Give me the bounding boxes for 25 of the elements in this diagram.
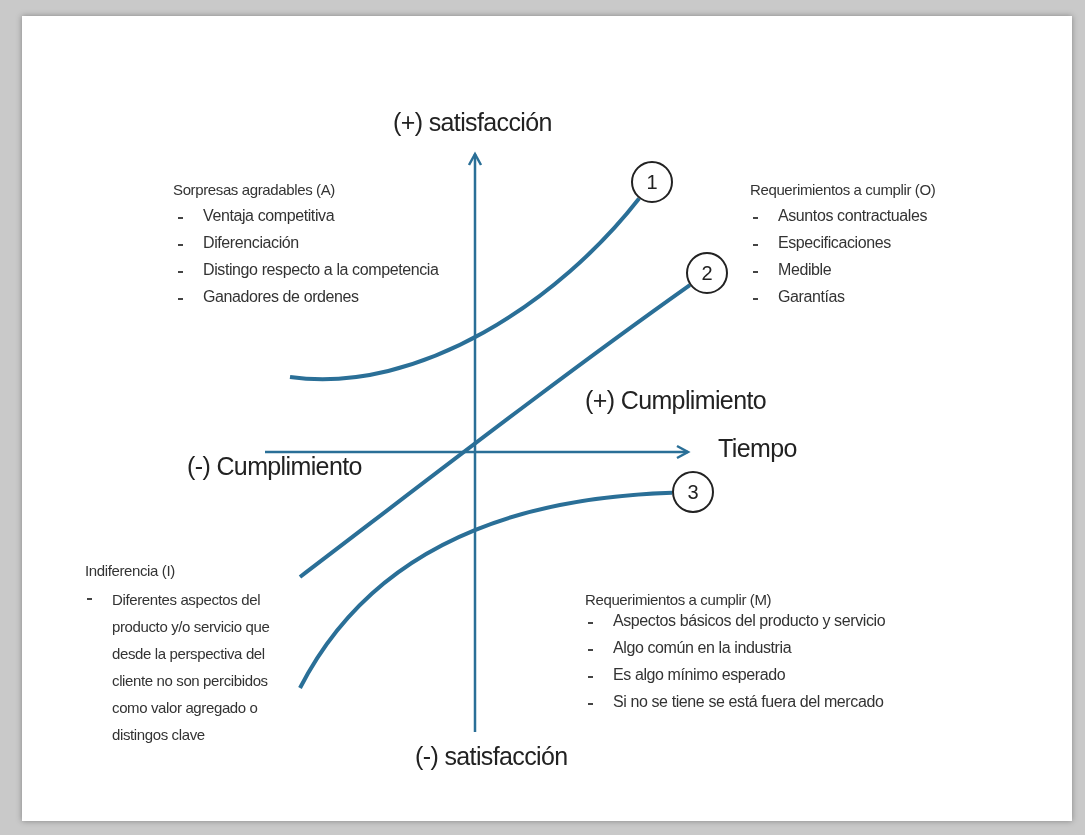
curve-line [298, 283, 692, 579]
list-item: Garantías [778, 287, 845, 307]
axis-label: (+) Cumplimiento [585, 385, 767, 416]
list-item: Aspectos básicos del producto y servicio [613, 611, 886, 631]
curve-line [289, 197, 641, 382]
axis-label: (-) Cumplimiento [187, 451, 362, 482]
curve-line [298, 490, 673, 689]
list-heading: Sorpresas agradables (A) [173, 180, 335, 200]
list-heading: Requerimientos a cumplir (O) [750, 180, 936, 200]
list-item: Diferentes aspectos del producto y/o servicio que desde la perspectiva del cliente no son percibidos como valor agregado o distingos clave [112, 590, 271, 745]
list-item: Especificaciones [778, 233, 891, 253]
list-item: Ventaja competitiva [203, 206, 335, 226]
list-item: Diferenciación [203, 233, 299, 253]
list-item: Algo común en la industria [613, 638, 792, 658]
list-item: Distingo respecto a la competencia [203, 260, 439, 280]
axis-label: (+) satisfacción [393, 107, 552, 138]
list-item: Si no se tiene se está fuera del mercado [613, 692, 884, 712]
axis-label: Tiempo [718, 433, 797, 464]
list-item: Asuntos contractuales [778, 206, 928, 226]
list-heading: Indiferencia (I) [85, 561, 175, 581]
list-item: Es algo mínimo esperado [613, 665, 786, 685]
axis-label: (-) satisfacción [415, 741, 568, 772]
list-item: Ganadores de ordenes [203, 287, 359, 307]
list-heading: Requerimientos a cumplir (M) [585, 590, 772, 610]
list-item: Medible [778, 260, 832, 280]
